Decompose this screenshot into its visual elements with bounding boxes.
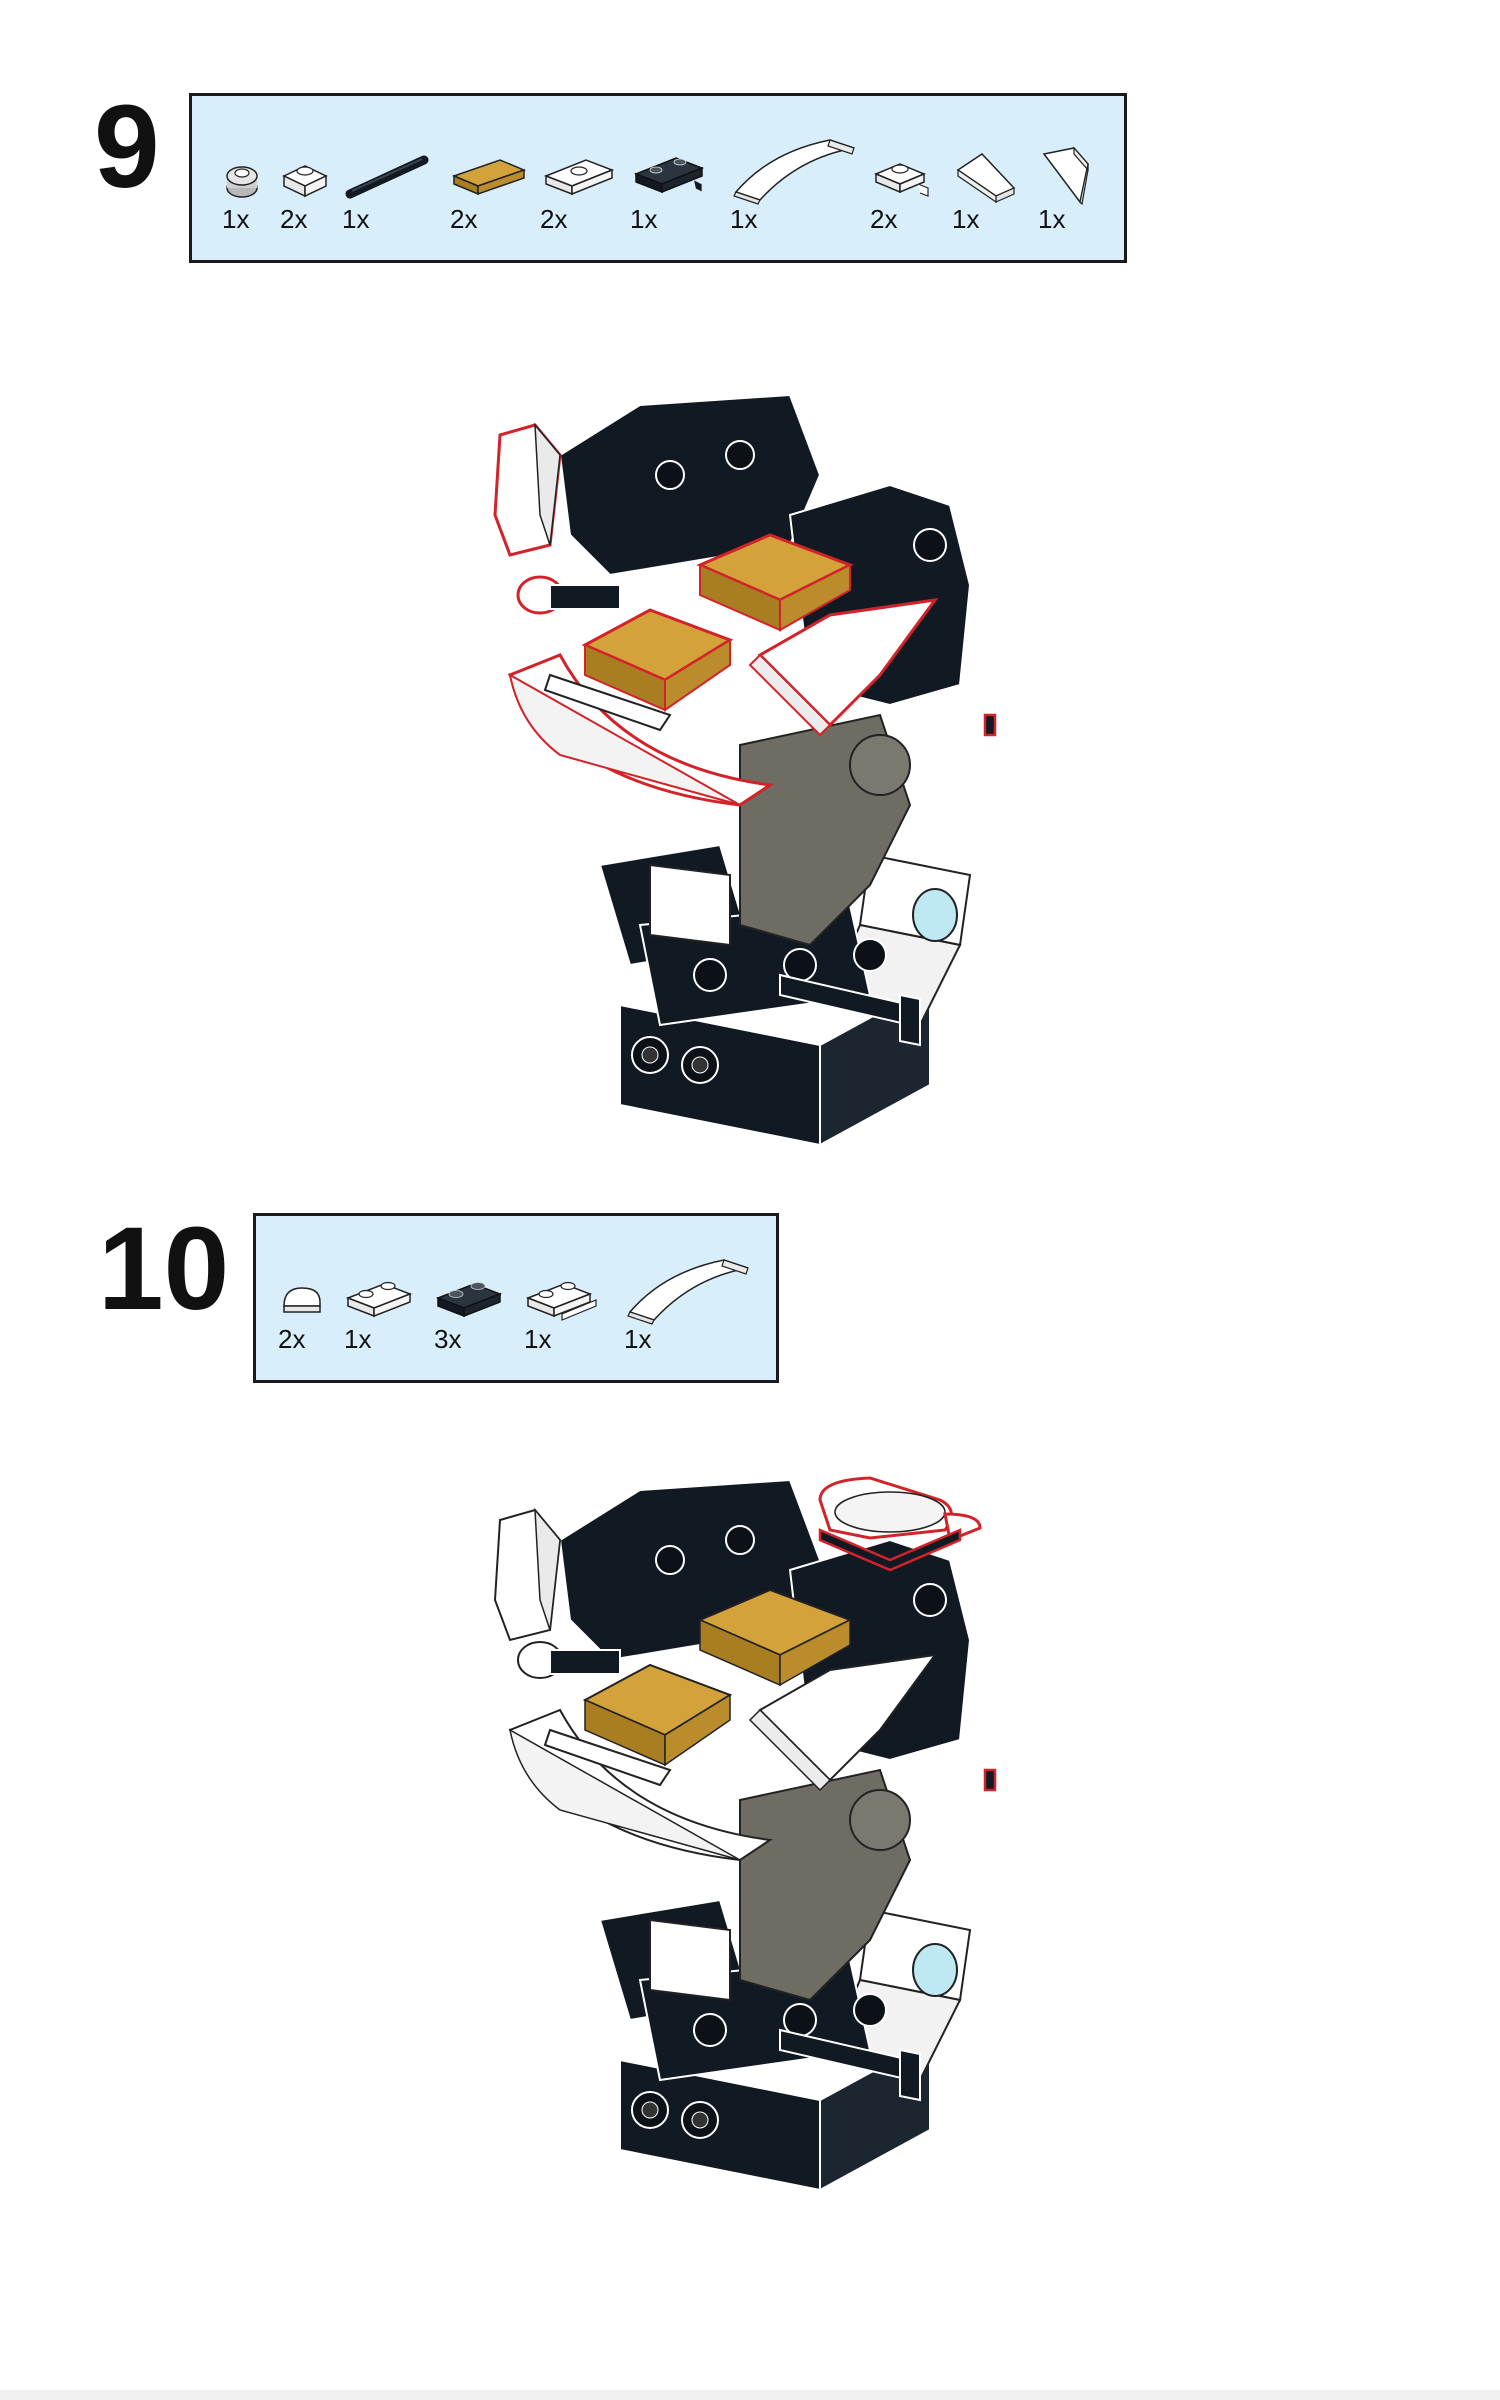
part-quantity: 1x: [730, 204, 758, 234]
parts-list-panel: 1x 2x 1x 2x 2x: [189, 93, 1127, 263]
part-quantity: 1x: [342, 204, 370, 234]
tile-1x2-gold-icon: [451, 159, 527, 196]
part-item: 1x: [524, 1216, 604, 1380]
curved-slope-white-icon: [627, 1259, 749, 1325]
part-quantity: 2x: [450, 204, 478, 234]
part-quantity: 1x: [344, 1324, 372, 1354]
part-item: 1x: [624, 1216, 754, 1380]
wedge-slope-left-white-icon: [956, 153, 1016, 204]
page-footer-strip: [0, 2390, 1500, 2400]
part-item: 1x: [1038, 96, 1098, 260]
step-9-model-illustration: [493, 393, 997, 1147]
round-plate-1x1-gray-icon: [226, 166, 258, 198]
plate-1x1-white-icon: [282, 165, 328, 198]
part-item: 1x: [222, 96, 262, 260]
black-axle-icon: [345, 155, 429, 199]
part-item: 2x: [280, 96, 330, 260]
part-quantity: 3x: [434, 1324, 462, 1354]
part-item: 1x: [344, 1216, 414, 1380]
part-quantity: 1x: [222, 204, 250, 234]
part-quantity: 2x: [870, 204, 898, 234]
part-item: 1x: [730, 96, 860, 260]
jumper-plate-white-icon: [543, 159, 615, 196]
part-quantity: 2x: [280, 204, 308, 234]
step-number: 10: [98, 1203, 230, 1335]
plate-handle-white-icon: [525, 1281, 597, 1321]
part-item: 2x: [870, 96, 940, 260]
part-item: 2x: [540, 96, 620, 260]
part-quantity: 1x: [524, 1324, 552, 1354]
part-item: 1x: [952, 96, 1022, 260]
wedge-slope-right-white-icon: [1042, 146, 1089, 206]
part-quantity: 2x: [278, 1324, 306, 1354]
part-quantity: 1x: [1038, 204, 1066, 234]
part-quantity: 1x: [952, 204, 980, 234]
plate-clip-white-icon: [874, 163, 929, 197]
plate-clip-black-icon: [633, 157, 705, 194]
round-tile-half-white-icon: [283, 1287, 321, 1313]
step-10-model-illustration: [493, 1476, 997, 2190]
part-item: 2x: [278, 1216, 328, 1380]
part-quantity: 1x: [630, 204, 658, 234]
curved-slope-white-icon: [733, 139, 855, 205]
plate-1x2-black-icon: [435, 1282, 503, 1318]
part-item: 3x: [434, 1216, 504, 1380]
parts-list-panel: 2x 1x 3x 1x: [253, 1213, 779, 1383]
part-item: 2x: [450, 96, 530, 260]
part-quantity: 2x: [540, 204, 568, 234]
step-number: 9: [94, 81, 160, 213]
plate-1x2-white-icon: [345, 1281, 413, 1318]
part-item: 1x: [630, 96, 720, 260]
part-item: 1x: [342, 96, 432, 260]
part-quantity: 1x: [624, 1324, 652, 1354]
